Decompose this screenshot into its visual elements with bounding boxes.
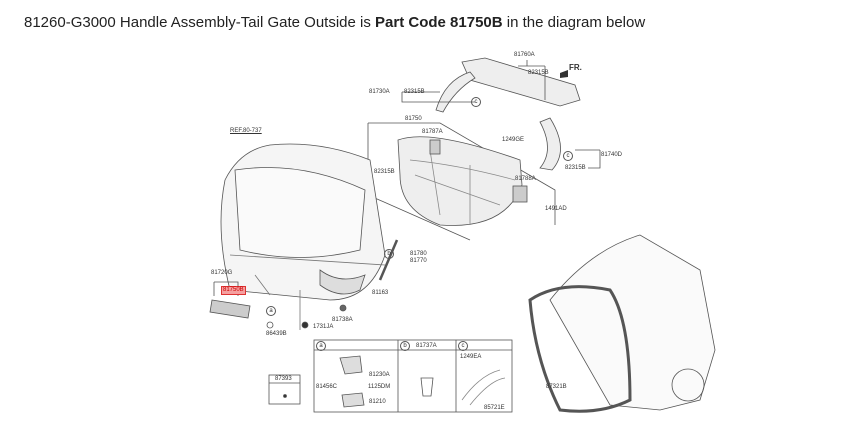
- callout-a: a: [266, 306, 276, 316]
- page-caption: 81260-G3000 Handle Assembly-Tail Gate Ou…: [24, 14, 645, 31]
- box-87393: [268, 374, 301, 405]
- actuator-81210: [341, 392, 365, 408]
- label-81750: 81750: [405, 116, 422, 122]
- label-1731JA: 1731JA: [313, 324, 334, 330]
- weatherstrip-87321B: [528, 285, 632, 413]
- gas-strut: [378, 239, 399, 281]
- label-81456C: 81456C: [316, 384, 338, 390]
- label-81163: 81163: [372, 290, 389, 296]
- label-81740D: 81740D: [601, 152, 623, 158]
- label-81788A: 81788A: [515, 176, 536, 182]
- label-81770: 81770: [410, 258, 427, 264]
- label-81787A: 81787A: [422, 129, 443, 135]
- label-82315B: 82315B: [565, 165, 586, 171]
- label-82315B: 82315B: [374, 169, 395, 175]
- label-85721E: 85721E: [484, 405, 505, 411]
- car-body: [549, 234, 716, 411]
- label-ref: REF.80-737: [230, 128, 262, 134]
- label-1125DM: 1125DM: [368, 384, 391, 390]
- label-87321B: 87321B: [546, 384, 567, 390]
- label-81760A: 81760A: [514, 52, 535, 58]
- callout-c: c: [563, 151, 573, 161]
- label-1249GE: 1249GE: [502, 137, 525, 143]
- label-82315B: 82315B: [404, 89, 425, 95]
- side-trim-left: [435, 71, 476, 113]
- callout-b: b: [400, 341, 410, 351]
- label-81780: 81780: [410, 251, 427, 257]
- label-fr: FR.: [569, 63, 582, 72]
- label-1249EA: 1249EA: [460, 354, 482, 360]
- callout-a: a: [316, 341, 326, 351]
- caption-prefix: 81260-G3000 Handle Assembly-Tail Gate Ou…: [24, 14, 371, 31]
- label-81720G: 81720G: [211, 270, 233, 276]
- label-82315B: 82315B: [528, 70, 549, 76]
- label-87393: 87393: [275, 376, 292, 382]
- callout-c: c: [458, 341, 468, 351]
- latch-81230A: [339, 355, 363, 375]
- caption-part-code: Part Code 81750B: [375, 14, 503, 31]
- cap-81737A: [420, 377, 434, 397]
- callout-b: b: [384, 249, 394, 259]
- label-81210: 81210: [369, 399, 386, 405]
- label-81737A: 81737A: [416, 343, 437, 349]
- caption-suffix: in the diagram below: [506, 14, 646, 31]
- inner-panel: [397, 136, 523, 226]
- label-81750B-highlighted[interactable]: 81750B: [221, 286, 246, 295]
- clip-81787A: [429, 139, 441, 155]
- label-81230A: 81230A: [369, 372, 390, 378]
- label-81730A: 81730A: [369, 89, 390, 95]
- callout-c: c: [471, 97, 481, 107]
- label-1491AD: 1491AD: [545, 206, 567, 212]
- label-81738A: 81738A: [332, 317, 353, 323]
- side-trim-right: [539, 117, 561, 171]
- handle-81750B: [209, 299, 251, 319]
- fr-arrow-icon: [560, 70, 568, 78]
- bracket-81788A: [512, 185, 528, 203]
- label-86439B: 86439B: [266, 331, 287, 337]
